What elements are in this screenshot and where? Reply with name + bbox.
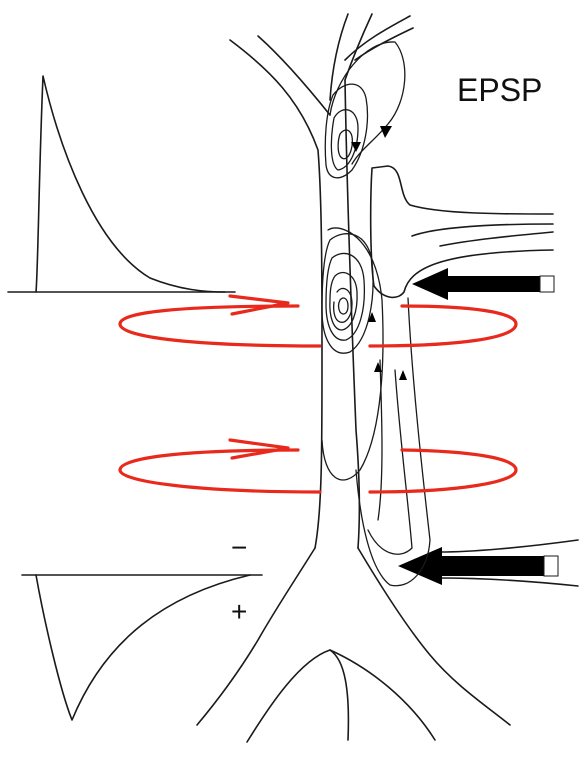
- apical-dendrite: [230, 14, 413, 548]
- plus-sign: +: [231, 596, 247, 627]
- upper-field-loop: [120, 296, 516, 346]
- upper-stimulus-arrow: [412, 268, 554, 300]
- minus-sign: −: [231, 532, 247, 563]
- lower-field-loop: [120, 440, 516, 492]
- upper-potential-trace: [8, 76, 235, 292]
- lower-potential-trace: [22, 575, 262, 720]
- epsp-label: EPSP: [457, 72, 542, 108]
- current-flow-lines: [322, 42, 430, 586]
